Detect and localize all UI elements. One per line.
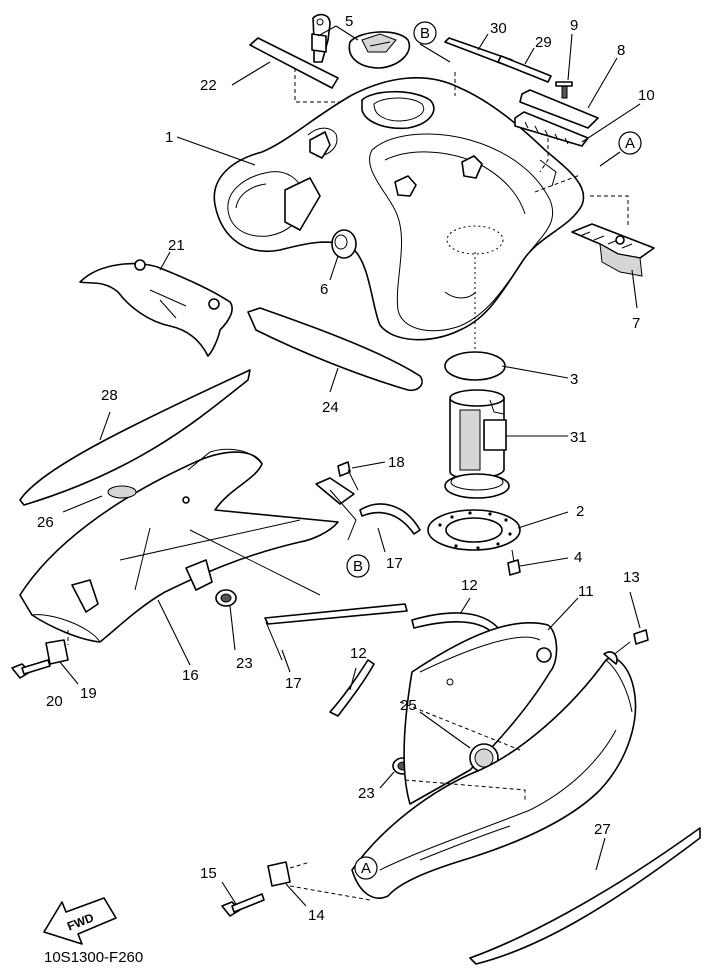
part-2-ring bbox=[427, 509, 521, 551]
ref-mark-b-top-label: B bbox=[420, 25, 430, 42]
fwd-arrow: FWD bbox=[43, 897, 117, 945]
main-side-fairing bbox=[351, 651, 637, 899]
callout-8: 8 bbox=[617, 42, 625, 59]
callout-28: 28 bbox=[101, 387, 118, 404]
callout-numbers: 1 5 22 30 29 9 8 10 7 6 21 24 3 31 2 4 1… bbox=[37, 13, 655, 924]
callout-24: 24 bbox=[322, 399, 339, 416]
ref-mark-a-top-label: A bbox=[625, 135, 635, 152]
callout-1: 1 bbox=[165, 129, 173, 146]
part-21-cover bbox=[79, 259, 233, 357]
fuel-tank bbox=[213, 77, 585, 341]
callout-20: 20 bbox=[46, 693, 63, 710]
callout-16: 16 bbox=[182, 667, 199, 684]
ref-mark-a-bottom: A bbox=[354, 856, 378, 880]
part-28-panel bbox=[19, 369, 251, 506]
part-15-bolt bbox=[221, 893, 265, 917]
part-7-bracket bbox=[571, 195, 655, 277]
ref-mark-b-bottom: B bbox=[346, 554, 370, 578]
callout-7: 7 bbox=[632, 315, 640, 332]
callout-12a: 12 bbox=[461, 577, 478, 594]
part-18-bolt bbox=[315, 461, 359, 541]
part-4-bolt bbox=[507, 549, 521, 576]
callout-25: 25 bbox=[400, 697, 417, 714]
diagram-code: 10S1300-F260 bbox=[44, 949, 143, 966]
top-small-parts bbox=[444, 37, 599, 193]
callout-21: 21 bbox=[168, 237, 185, 254]
callout-11: 11 bbox=[578, 583, 594, 600]
ref-mark-b-top: B bbox=[413, 21, 437, 45]
part-24-seal bbox=[247, 307, 423, 392]
callout-29: 29 bbox=[535, 34, 552, 51]
part-20-bolt bbox=[11, 659, 51, 679]
part-13-screw bbox=[611, 629, 649, 657]
callout-12b: 12 bbox=[350, 645, 367, 662]
callout-31: 31 bbox=[570, 429, 587, 446]
callout-3: 3 bbox=[570, 371, 578, 388]
callout-17b: 17 bbox=[285, 675, 302, 692]
callout-14: 14 bbox=[308, 907, 325, 924]
callout-4: 4 bbox=[574, 549, 582, 566]
callout-5: 5 bbox=[345, 13, 353, 30]
part-11-inner-panel bbox=[403, 621, 558, 805]
part-27-lower-panel bbox=[469, 827, 701, 965]
part-19-nut-clip bbox=[45, 630, 69, 665]
callout-27: 27 bbox=[594, 821, 611, 838]
callout-19: 19 bbox=[80, 685, 97, 702]
callout-17a: 17 bbox=[386, 555, 403, 572]
part-16-side-cover bbox=[19, 448, 339, 643]
callout-30: 30 bbox=[490, 20, 507, 37]
part-14-nut-clip bbox=[267, 861, 371, 901]
part-6-damper bbox=[331, 229, 357, 259]
ref-mark-b-bottom-label: B bbox=[353, 558, 363, 575]
part-31-fuel-pump bbox=[444, 389, 510, 499]
ref-mark-a-top: A bbox=[618, 131, 642, 155]
callout-15: 15 bbox=[200, 865, 217, 882]
callout-26: 26 bbox=[37, 514, 54, 531]
leader-lines bbox=[59, 25, 641, 907]
callout-23a: 23 bbox=[236, 655, 253, 672]
callout-6: 6 bbox=[320, 281, 328, 298]
callout-9: 9 bbox=[570, 17, 578, 34]
callout-23b: 23 bbox=[358, 785, 375, 802]
callout-2: 2 bbox=[576, 503, 584, 520]
callout-18: 18 bbox=[388, 454, 405, 471]
callout-22: 22 bbox=[200, 77, 217, 94]
ref-mark-a-bottom-label: A bbox=[361, 860, 371, 877]
callout-13: 13 bbox=[623, 569, 640, 586]
callout-10: 10 bbox=[638, 87, 655, 104]
part-17-strips bbox=[264, 503, 421, 661]
fuel-cap-and-key bbox=[311, 13, 411, 69]
part-22-strip bbox=[249, 37, 340, 103]
